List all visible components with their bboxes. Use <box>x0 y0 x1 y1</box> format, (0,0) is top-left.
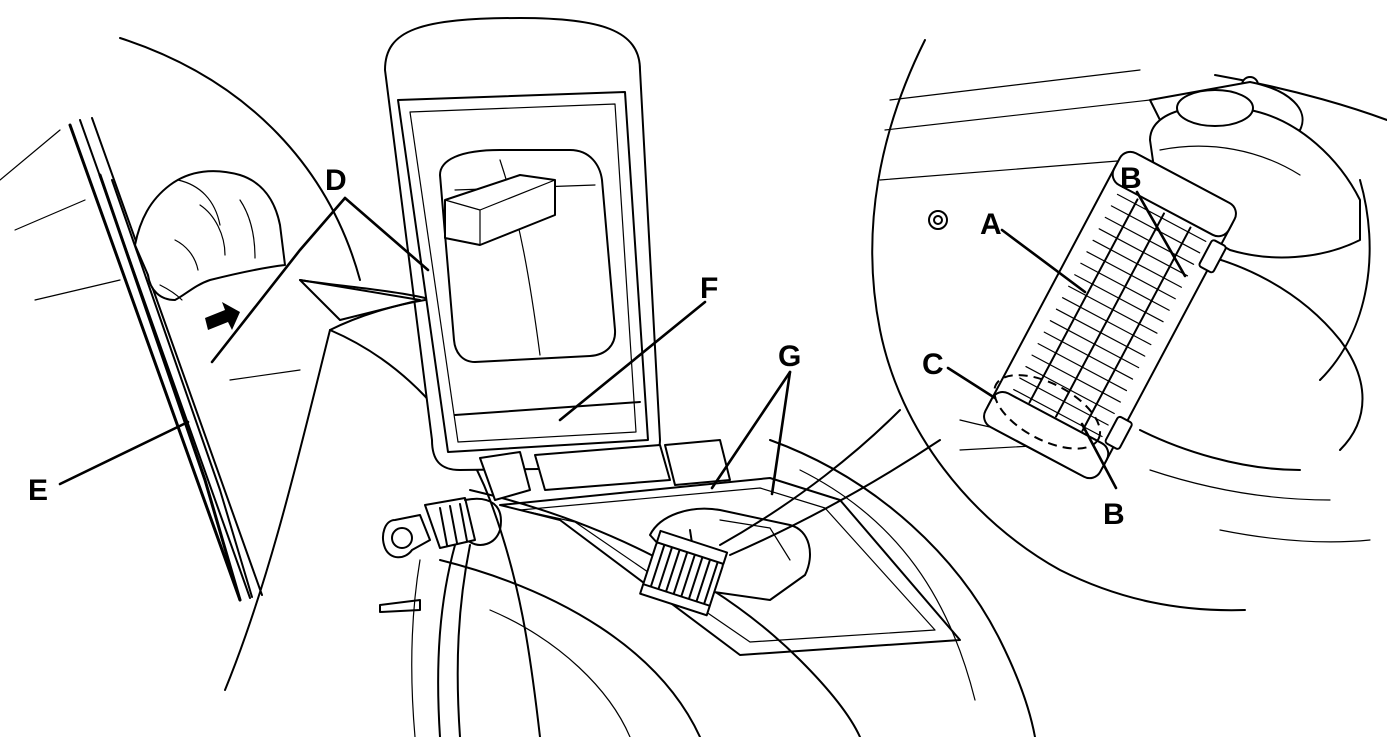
callout-g: G <box>778 340 801 373</box>
open-lid <box>384 17 731 501</box>
callout-a: A <box>980 208 1002 241</box>
tank-opening <box>499 477 961 656</box>
callout-b-upper: B <box>1120 162 1142 195</box>
right-detail-bubble <box>719 39 1387 612</box>
callout-e: E <box>28 474 48 507</box>
callout-labels: D E F G A B C B <box>28 162 1142 531</box>
callout-c: C <box>922 348 944 381</box>
latch-knob <box>382 497 502 559</box>
callout-f: F <box>700 272 718 305</box>
callout-d: D <box>325 164 347 197</box>
callout-b-lower: B <box>1103 498 1125 531</box>
leader-lines <box>58 190 1187 496</box>
left-detail-bubble <box>0 37 426 691</box>
filter-in-tank <box>639 529 729 617</box>
machine-body <box>329 329 1036 737</box>
large-filter <box>983 150 1237 480</box>
